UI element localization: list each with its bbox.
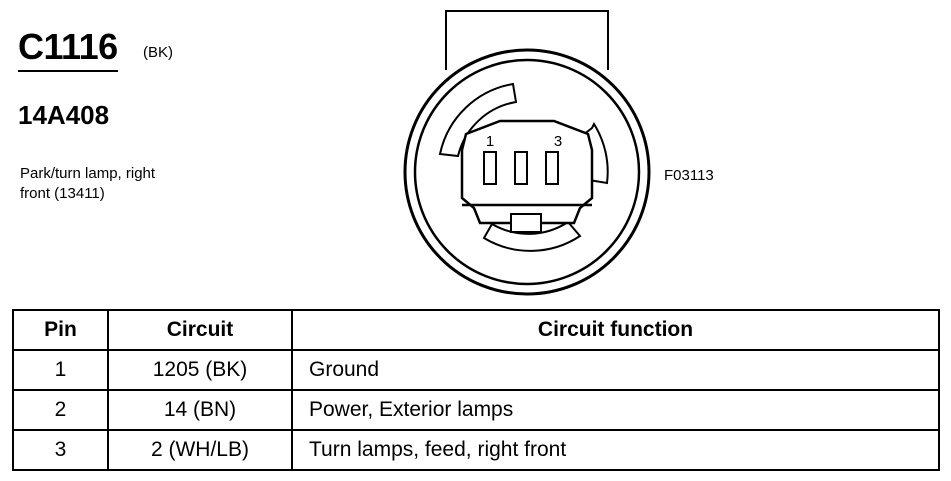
- description-line-1: Park/turn lamp, right: [20, 165, 156, 182]
- cell-function: Turn lamps, feed, right front: [291, 429, 940, 471]
- cell-circuit: 14 (BN): [107, 389, 293, 431]
- terminal-2: [514, 151, 528, 185]
- terminal-3: [545, 151, 559, 185]
- pin-table: Pin Circuit Circuit function 1 1205 (BK)…: [12, 309, 940, 471]
- cell-pin: 1: [12, 349, 109, 391]
- cell-circuit: 2 (WH/LB): [107, 429, 293, 471]
- cell-pin: 2: [12, 389, 109, 431]
- cell-pin: 3: [12, 429, 109, 471]
- pin-label-1: 1: [486, 133, 494, 150]
- inner-ring: [413, 58, 641, 286]
- cell-function: Power, Exterior lamps: [291, 389, 940, 431]
- figure-reference: F03113: [664, 167, 714, 184]
- table-header-row: Pin Circuit Circuit function: [12, 309, 940, 351]
- part-number: 14A408: [18, 100, 110, 130]
- connector-face-diagram: 1 3: [403, 10, 651, 296]
- cell-function: Ground: [291, 349, 940, 391]
- header-pin: Pin: [12, 309, 109, 351]
- description-line-2: front (13411): [20, 185, 105, 202]
- table-row: 1 1205 (BK) Ground: [12, 349, 940, 391]
- terminal-1: [483, 151, 497, 185]
- pin-label-3: 3: [554, 133, 562, 150]
- housing-tab: [445, 10, 609, 70]
- connector-description: Park/turn lamp, right front (13411): [20, 164, 220, 204]
- header-circuit-function: Circuit function: [291, 309, 940, 351]
- connector-id: C1116: [18, 26, 118, 67]
- cell-circuit: 1205 (BK): [107, 349, 293, 391]
- table-row: 2 14 (BN) Power, Exterior lamps: [12, 389, 940, 431]
- connector-color-code: (BK): [143, 44, 173, 61]
- header-circuit: Circuit: [107, 309, 293, 351]
- table-row: 3 2 (WH/LB) Turn lamps, feed, right fron…: [12, 429, 940, 471]
- connector-id-underline: [18, 70, 118, 72]
- latch: [510, 213, 542, 233]
